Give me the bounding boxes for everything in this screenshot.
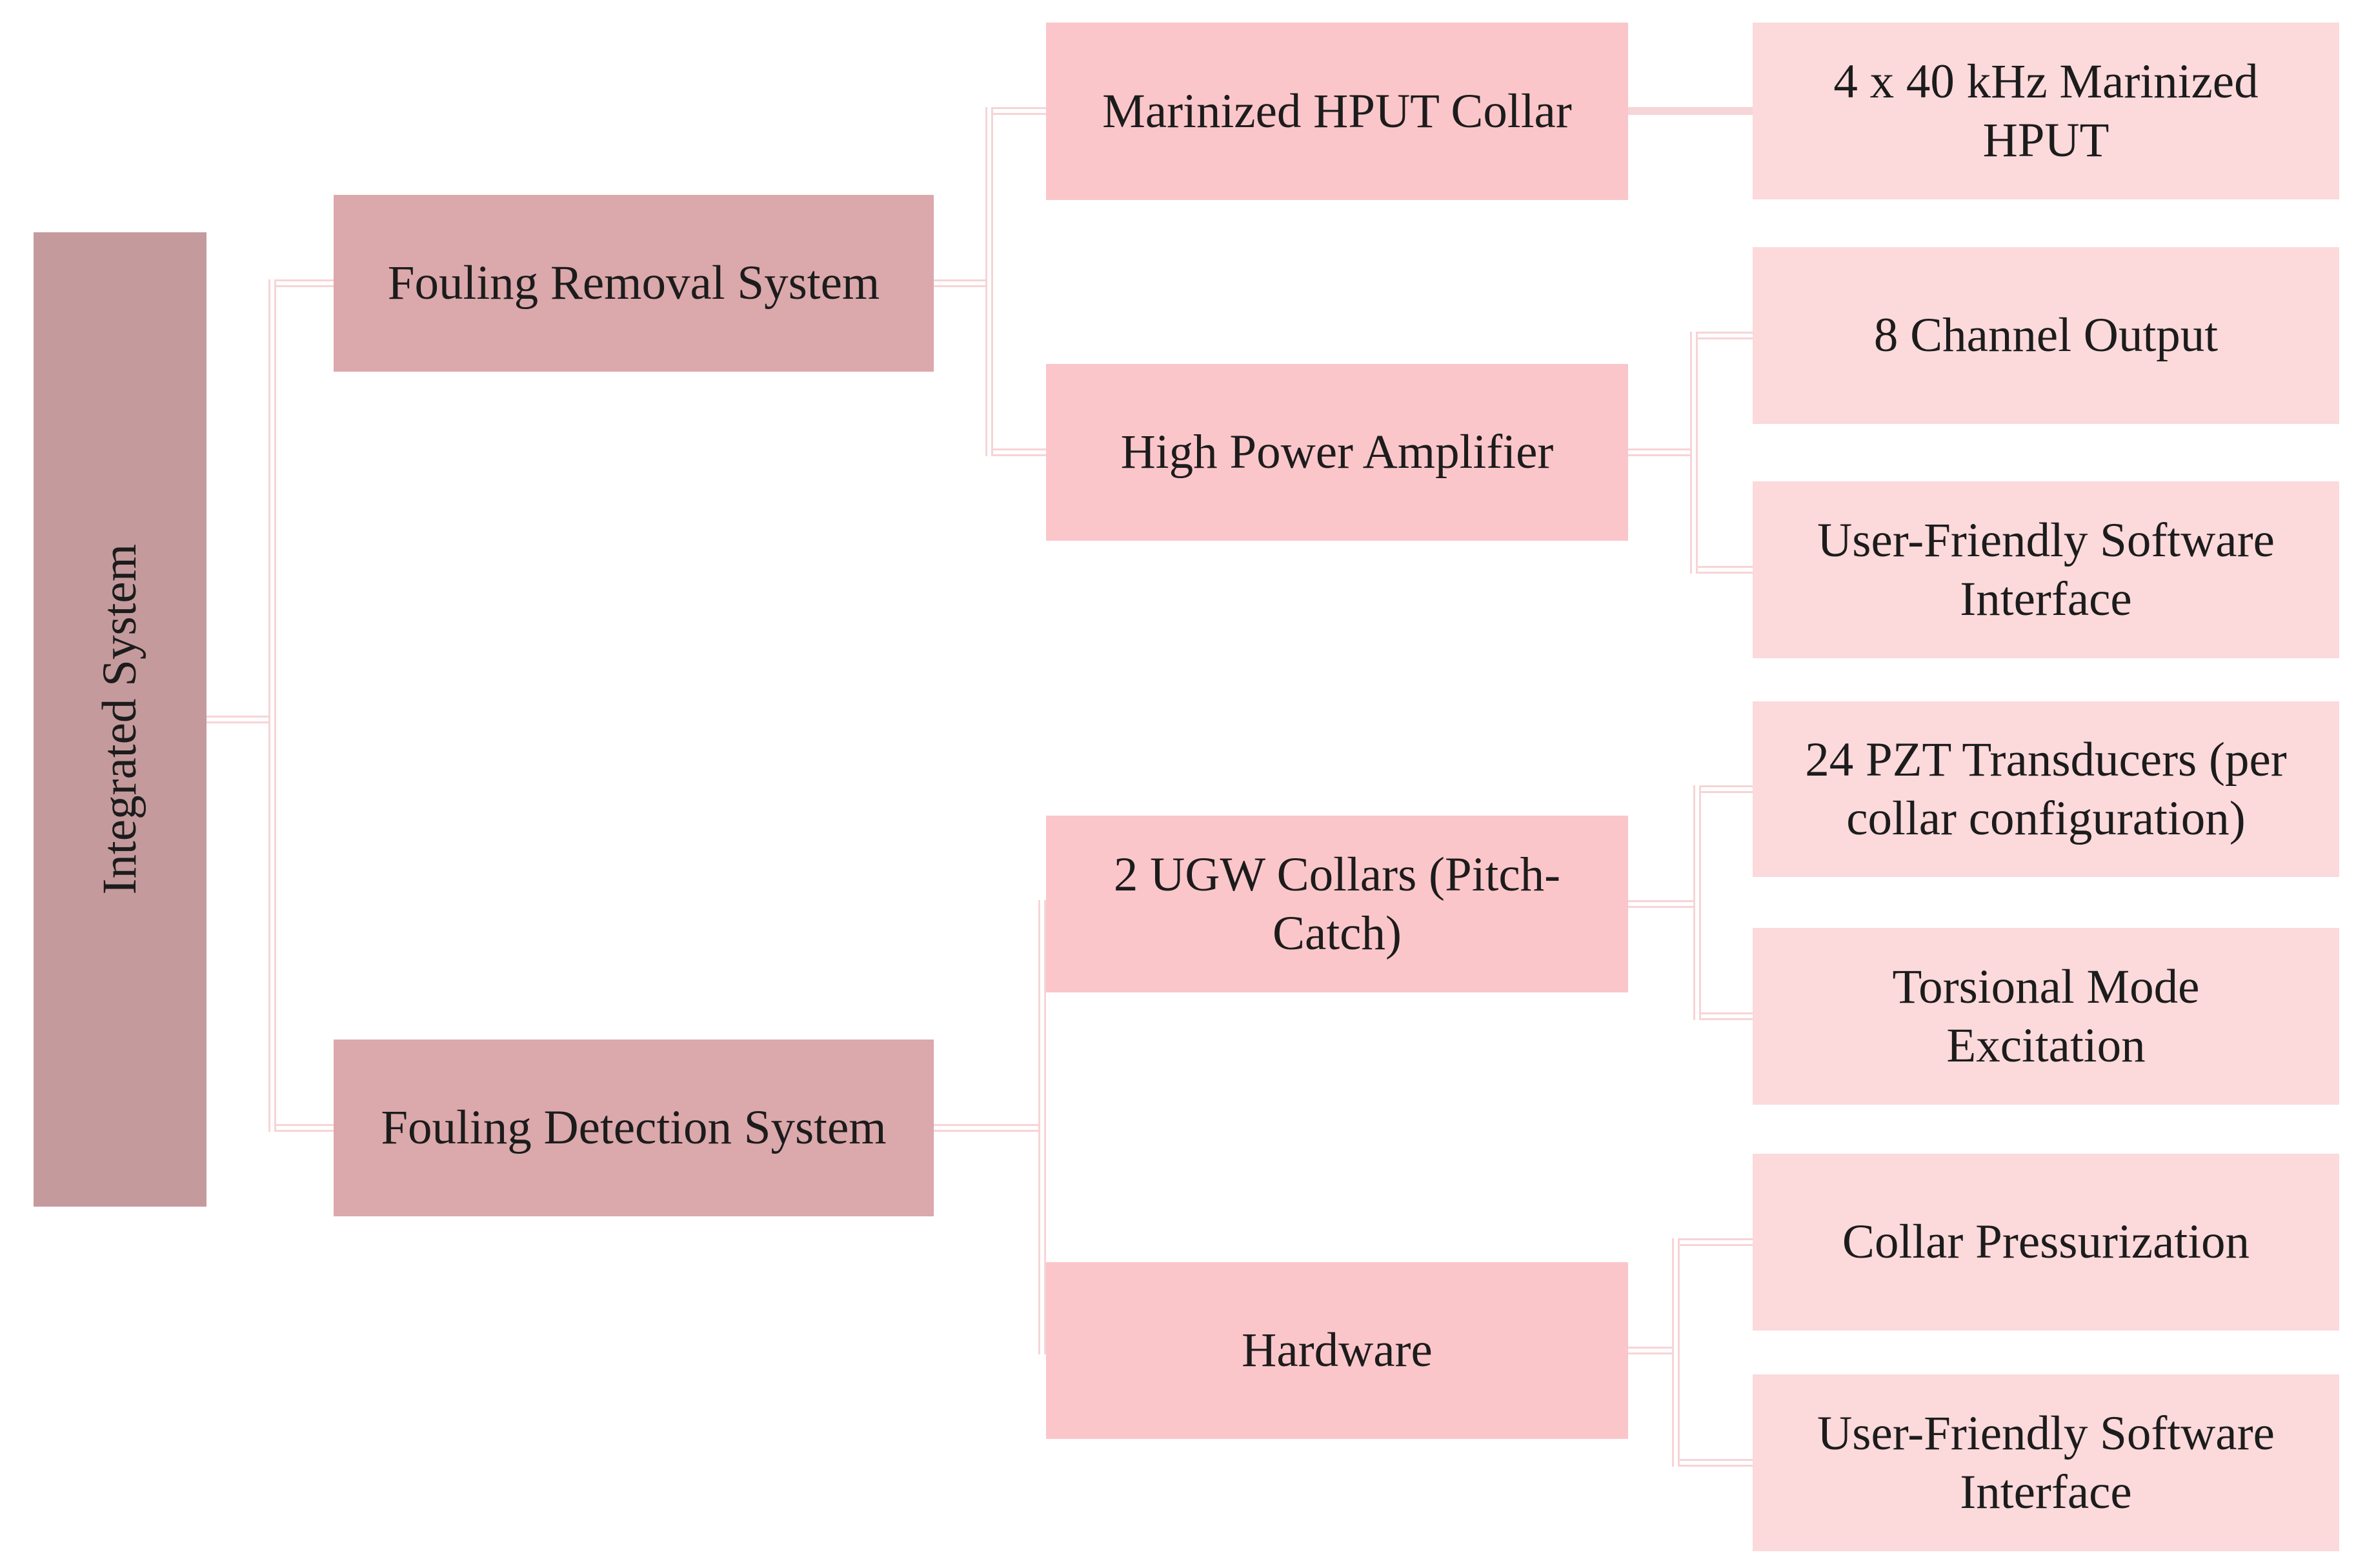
connector-removal-vertical <box>985 107 993 456</box>
connector-root-vertical <box>268 279 276 1132</box>
connector-removal-stub-marinized <box>993 107 1046 115</box>
node-fouling-detection-system-label: Fouling Detection System <box>381 1101 887 1155</box>
connector-removal-stub-amplifier <box>993 448 1046 456</box>
connector-hardware-stub-software <box>1680 1459 1753 1467</box>
connector-ugw-vertical <box>1693 785 1701 1020</box>
connector-detection-vertical <box>1038 900 1046 1354</box>
node-8-channel-output: 8 Channel Output <box>1753 247 2339 424</box>
node-24-pzt-transducers-label: 24 PZT Transducers (per collar configura… <box>1805 732 2287 846</box>
connector-amplifier-vertical <box>1690 332 1698 574</box>
connector-amplifier-stub <box>1628 448 1690 456</box>
node-user-friendly-software-interface-bottom-label: User-Friendly Software Interface <box>1817 1406 2275 1520</box>
node-collar-pressurization-label: Collar Pressurization <box>1842 1215 2250 1269</box>
connector-ugw-stub-torsional <box>1701 1012 1753 1020</box>
connector-root-stub-detection <box>276 1124 334 1132</box>
node-high-power-amplifier-label: High Power Amplifier <box>1120 425 1554 479</box>
node-hardware-label: Hardware <box>1242 1323 1433 1378</box>
connector-hardware-stub <box>1628 1347 1672 1354</box>
connector-detection-stub <box>934 1124 1038 1132</box>
connector-marinized-line <box>1628 107 1753 115</box>
node-8-channel-output-label: 8 Channel Output <box>1873 308 2219 363</box>
node-high-power-amplifier: High Power Amplifier <box>1046 364 1628 541</box>
node-4x40khz-marinized-hput: 4 x 40 kHz Marinized HPUT <box>1753 23 2339 199</box>
node-marinized-hput-collar-label: Marinized HPUT Collar <box>1102 84 1572 138</box>
connector-hardware-stub-pressurization <box>1680 1238 1753 1246</box>
node-collar-pressurization: Collar Pressurization <box>1753 1154 2339 1331</box>
node-2-ugw-collars-label: 2 UGW Collars (Pitch- Catch) <box>1113 847 1561 961</box>
node-fouling-detection-system: Fouling Detection System <box>334 1040 934 1216</box>
connector-ugw-stub <box>1628 900 1693 908</box>
node-integrated-system: Integrated System <box>34 232 206 1207</box>
node-torsional-mode-excitation-label: Torsional Mode Excitation <box>1892 960 2200 1073</box>
node-user-friendly-software-interface-bottom: User-Friendly Software Interface <box>1753 1374 2339 1551</box>
node-marinized-hput-collar: Marinized HPUT Collar <box>1046 23 1628 200</box>
connector-amplifier-stub-software <box>1698 566 1753 574</box>
node-integrated-system-label: Integrated System <box>93 544 147 895</box>
connector-removal-stub <box>934 279 985 287</box>
connector-amplifier-stub-8channel <box>1698 332 1753 339</box>
connector-ugw-stub-pzt <box>1701 785 1753 793</box>
node-24-pzt-transducers: 24 PZT Transducers (per collar configura… <box>1753 701 2339 877</box>
node-fouling-removal-system-label: Fouling Removal System <box>387 256 880 310</box>
node-user-friendly-software-interface-top: User-Friendly Software Interface <box>1753 481 2339 658</box>
node-torsional-mode-excitation: Torsional Mode Excitation <box>1753 928 2339 1105</box>
node-fouling-removal-system: Fouling Removal System <box>334 195 934 372</box>
connector-root-stub <box>206 716 268 723</box>
node-4x40khz-marinized-hput-label: 4 x 40 kHz Marinized HPUT <box>1833 54 2259 168</box>
node-2-ugw-collars: 2 UGW Collars (Pitch- Catch) <box>1046 816 1628 992</box>
connector-root-stub-removal <box>276 279 334 287</box>
node-user-friendly-software-interface-top-label: User-Friendly Software Interface <box>1817 513 2275 627</box>
node-hardware: Hardware <box>1046 1262 1628 1439</box>
connector-hardware-vertical <box>1672 1238 1680 1467</box>
